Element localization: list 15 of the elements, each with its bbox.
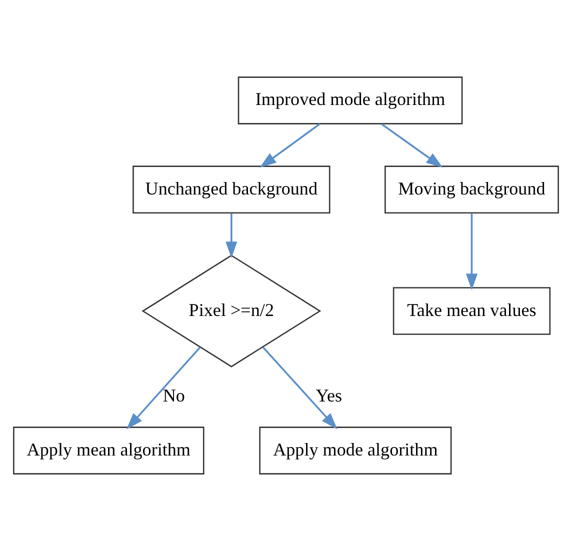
node-box: Apply mean algorithm — [13, 426, 204, 474]
arrow — [466, 212, 478, 290]
arrow — [226, 212, 238, 258]
arrow — [381, 122, 443, 168]
node-diamond: Pixel >=n/2 — [142, 254, 322, 367]
arrow — [260, 122, 320, 168]
node-box: Improved mode algorithm — [238, 76, 463, 124]
arrow — [262, 346, 338, 429]
node-box: Moving background — [384, 165, 559, 213]
node-box: Take mean values — [392, 286, 551, 334]
arrow — [126, 346, 201, 429]
edge-label: Yes — [316, 385, 342, 406]
node-box: Apply mode algorithm — [259, 426, 452, 474]
edge-label: No — [162, 385, 185, 406]
node-box: Unchanged background — [132, 165, 330, 213]
